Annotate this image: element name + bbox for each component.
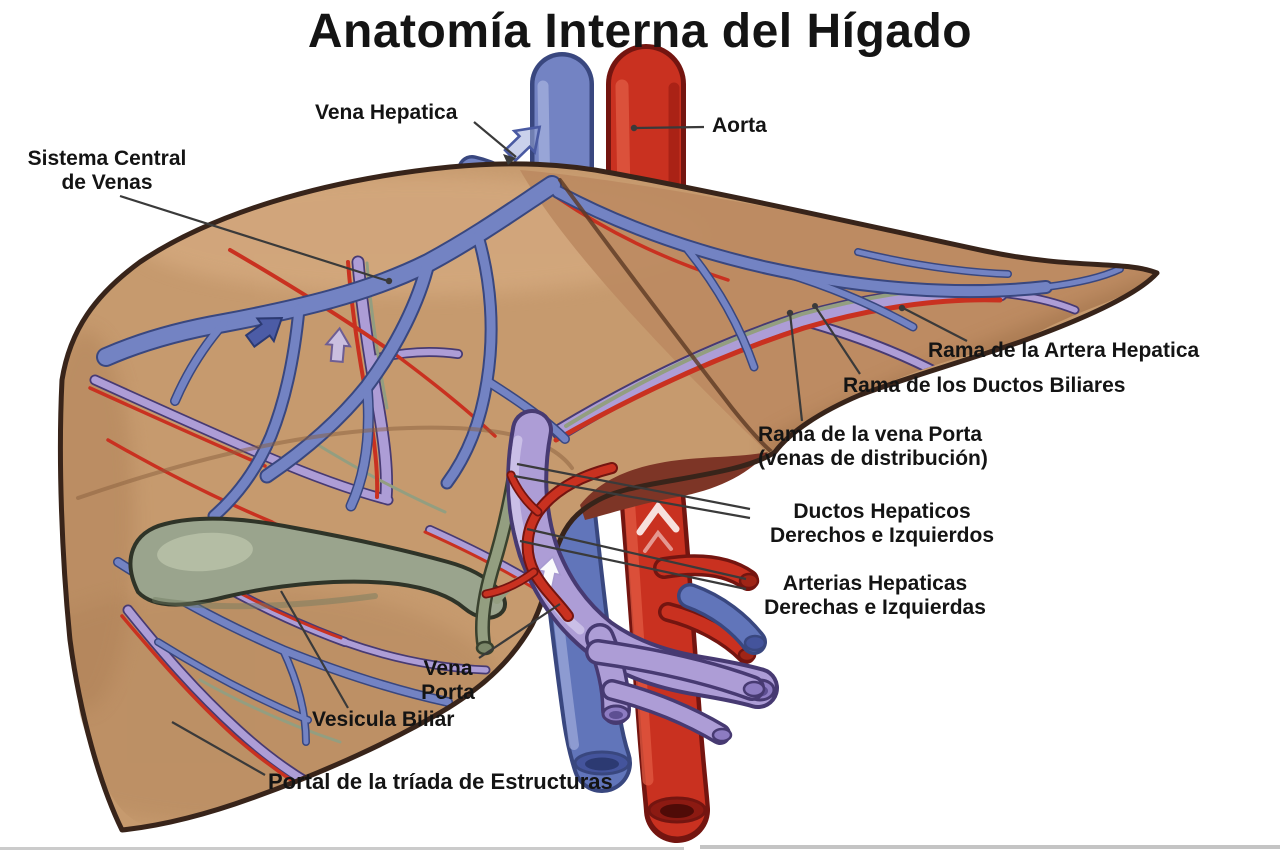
leader-lines xyxy=(119,121,968,776)
bottom-rule-left xyxy=(0,847,684,850)
label-sistema-central-de-venas: Sistema Central de Venas xyxy=(15,147,199,194)
label-line: Porta xyxy=(421,680,475,704)
label-line: de Venas xyxy=(61,170,153,194)
label-vena-porta: Vena Porta xyxy=(414,657,482,704)
label-line: Arterias Hepaticas xyxy=(782,572,968,595)
blue-vessel-stub xyxy=(677,583,767,655)
flow-arrow-aorta-icon xyxy=(636,501,680,536)
label-line: Rama de la vena Porta xyxy=(758,423,983,446)
label-line: Derechos e Izquierdos xyxy=(769,523,995,547)
label-vesicula-biliar: Vesicula Biliar xyxy=(312,708,455,731)
hepatic-artery-hilum xyxy=(481,462,618,622)
label-rama-artera-hepatica: Rama de la Artera Hepatica xyxy=(928,339,1200,362)
gallbladder xyxy=(128,516,507,620)
label-ductos-hepaticos: Ductos Hepaticos Derechos e Izquierdos xyxy=(753,500,1011,547)
page-title: Anatomía Interna del Hígado xyxy=(307,5,973,58)
label-line: Vena xyxy=(423,657,473,680)
label-line: (venas de distribución) xyxy=(758,446,988,470)
label-line: Derechas e Izquierdas xyxy=(764,595,986,619)
label-line: Sistema Central xyxy=(27,147,187,170)
label-aorta: Aorta xyxy=(712,114,767,137)
label-vena-hepatica: Vena Hepatica xyxy=(315,101,458,124)
label-portal-triada: Portal de la tríada de Estructuras xyxy=(268,769,613,794)
label-rama-ductos-biliares: Rama de los Ductos Biliares xyxy=(843,374,1126,397)
lobe-division-ridge xyxy=(558,178,775,455)
portal-vein-lower-branches xyxy=(585,639,766,745)
label-line: Ductos Hepaticos xyxy=(793,500,971,523)
label-rama-vena-porta: Rama de la vena Porta (venas de distribu… xyxy=(758,423,988,470)
bottom-rule-right xyxy=(700,845,1280,849)
label-arterias-hepaticas: Arterias Hepaticas Derechas e Izquierdas xyxy=(746,572,1004,619)
